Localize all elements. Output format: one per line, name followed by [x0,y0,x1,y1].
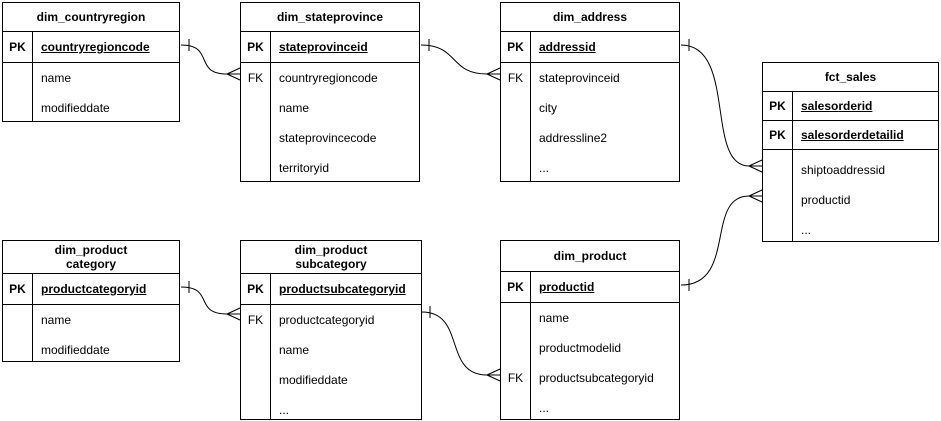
key-gutter: FK [241,63,271,181]
fk-badge: FK [247,71,264,85]
table-dim-product[interactable]: dim_product PK productid FK name product… [500,240,680,420]
relationship-curve [421,311,488,376]
relationship-curve [180,44,228,75]
many-marker [226,67,241,81]
pk-badge: PK [763,121,793,149]
attribute-row: modifieddate [41,101,110,115]
attribute-row: addressline2 [539,131,608,145]
table-title: fct_sales [763,63,938,92]
attribute-row: productcategoryid [279,313,375,327]
attribute-row: territoryid [279,161,330,175]
attribute-row: productsubcategoryid [539,371,654,385]
table-title: dim_product [501,241,679,272]
relationship-curve [420,44,488,75]
attribute-row: countryregioncode [279,71,378,85]
fk-badge: FK [507,71,524,85]
attribute-row: ... [539,161,550,175]
attribute-row: name [41,71,72,85]
attribute-row: city [539,101,557,115]
table-dim-stateprovince[interactable]: dim_stateprovince PK stateprovinceid FK … [240,2,420,182]
pk-row: PK salesorderid [763,92,938,121]
relationship-product-fctsales[interactable] [680,189,763,291]
attribute-row: name [539,311,570,325]
pk-row: PK stateprovinceid [241,32,419,63]
attribute-row: productmodelid [539,341,622,355]
key-gutter [763,150,793,241]
pk-field-name: productsubcategoryid [279,282,406,296]
attribute-row: stateprovincecode [279,131,377,145]
pk-badge: PK [3,32,33,62]
fk-badge: FK [247,313,264,327]
pk-badge: PK [501,32,531,62]
many-marker [486,67,501,81]
attribute-section: shiptoaddressid productid ... [763,150,938,241]
table-title: dim_address [501,3,679,32]
pk-row: PK salesorderdetailid [763,121,938,150]
table-fct-sales[interactable]: fct_sales PK salesorderid PK salesorderd… [762,62,939,242]
table-title: dim_countryregion [3,3,179,32]
attribute-row: productid [801,193,851,207]
relationship-curve [680,195,750,286]
table-title: dim_stateprovince [241,3,419,32]
pk-field-name: countryregioncode [41,40,150,54]
table-title: dim_product subcategory [241,241,421,274]
table-dim-countryregion[interactable]: dim_countryregion PK countryregioncode n… [2,2,180,122]
attribute-row: ... [539,401,550,415]
pk-field-name: salesorderdetailid [801,128,904,142]
attribute-row: shiptoaddressid [801,163,886,177]
relationship-address-fctsales[interactable] [680,39,763,173]
attribute-section: FK name productmodelid productsubcategor… [501,303,679,419]
pk-badge: PK [241,32,271,62]
relationship-curve [680,44,750,167]
pk-badge: PK [501,272,531,302]
attribute-section: name modifieddate [3,305,179,361]
attribute-section: name modifieddate [3,63,179,121]
relationship-curve [180,286,228,315]
attribute-section: FK stateprovinceid city addressline2 ... [501,63,679,181]
many-marker [748,159,763,173]
key-gutter: FK [501,303,531,419]
table-title: dim_product category [3,241,179,274]
attribute-row: modifieddate [41,343,110,357]
attribute-row: modifieddate [279,373,348,387]
pk-field-name: salesorderid [801,99,873,113]
relationship-productcategory-productsubcategory[interactable] [180,281,241,321]
fk-badge: FK [507,371,524,385]
table-dim-address[interactable]: dim_address PK addressid FK stateprovinc… [500,2,680,182]
attribute-row: stateprovinceid [539,71,620,85]
key-gutter: FK [501,63,531,181]
key-gutter [3,305,33,361]
attribute-row: ... [801,223,812,237]
pk-row: PK productsubcategoryid [241,274,421,305]
relationship-stateprovince-address[interactable] [420,39,501,81]
many-marker [226,307,241,321]
many-marker [486,368,501,382]
attribute-section: FK productcategoryid name modifieddate .… [241,305,421,419]
many-marker [748,189,763,203]
pk-row: PK countryregioncode [3,32,179,63]
pk-field-name: stateprovinceid [279,40,368,54]
attribute-section: FK countryregioncode name stateprovincec… [241,63,419,181]
table-dim-productsubcategory[interactable]: dim_product subcategory PK productsubcat… [240,240,422,420]
pk-field-name: addressid [539,40,596,54]
pk-row: PK productcategoryid [3,274,179,305]
attribute-row: name [279,101,310,115]
attribute-row: ... [279,403,290,417]
attribute-row: name [41,313,72,327]
pk-row: PK addressid [501,32,679,63]
pk-badge: PK [3,274,33,304]
pk-field-name: productcategoryid [41,282,147,296]
pk-badge: PK [763,92,793,120]
relationship-productsubcategory-product[interactable] [421,306,501,382]
relationship-countryregion-stateprovince[interactable] [180,39,241,81]
pk-field-name: productid [539,280,595,294]
pk-badge: PK [241,274,271,304]
attribute-row: name [279,343,310,357]
pk-row: PK productid [501,272,679,303]
key-gutter [3,63,33,121]
key-gutter: FK [241,305,271,419]
table-dim-productcategory[interactable]: dim_product category PK productcategoryi… [2,240,180,362]
